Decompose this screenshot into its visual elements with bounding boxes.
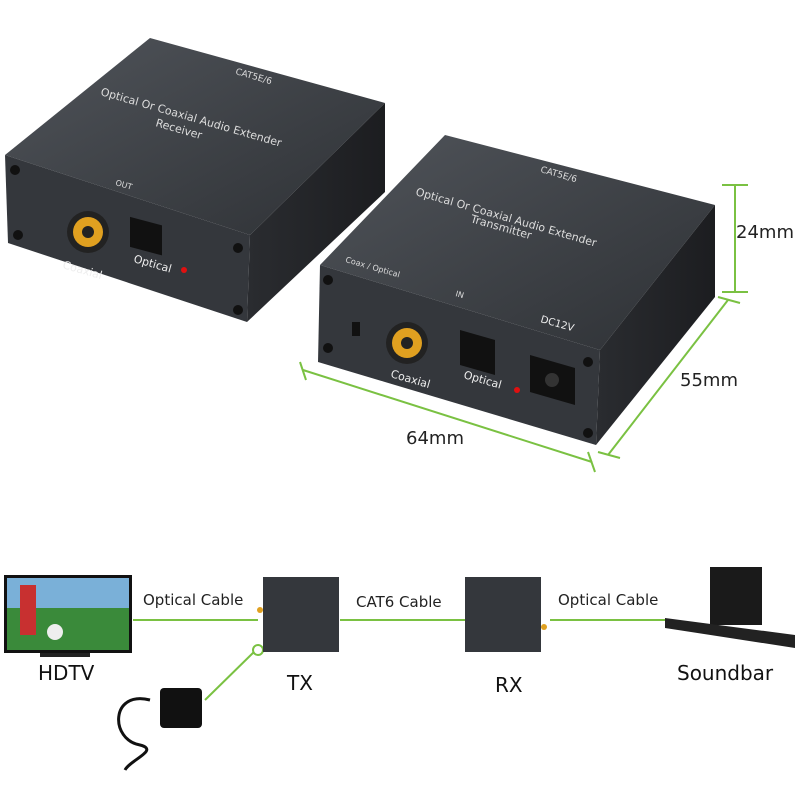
receiver-device: CAT5E/6 Optical Or Coaxial Audio Extende… bbox=[5, 38, 385, 322]
depth-dimension: 55mm bbox=[680, 370, 738, 391]
transmitter-device: CAT5E/6 Optical Or Coaxial Audio Extende… bbox=[318, 135, 715, 445]
connection-diagram bbox=[4, 567, 795, 771]
dimension-lines bbox=[299, 184, 748, 473]
tx-device-icon bbox=[257, 577, 339, 652]
tx-label: TX bbox=[286, 671, 313, 695]
cable-label-optical-2: Optical Cable bbox=[558, 591, 658, 609]
cable-label-optical-1: Optical Cable bbox=[143, 591, 243, 609]
hdtv-label: HDTV bbox=[38, 661, 95, 685]
rx-label: RX bbox=[495, 673, 523, 697]
rx-device-icon bbox=[465, 577, 547, 652]
width-dimension: 64mm bbox=[406, 428, 464, 449]
hdtv-icon bbox=[4, 575, 132, 657]
cable-label-cat6: CAT6 Cable bbox=[356, 593, 442, 611]
soundbar-icon bbox=[665, 567, 795, 648]
soundbar-label: Soundbar bbox=[677, 661, 774, 685]
transmitter-port-group: IN bbox=[454, 289, 465, 300]
height-dimension: 24mm bbox=[736, 222, 794, 243]
power-adapter-icon bbox=[117, 688, 202, 771]
